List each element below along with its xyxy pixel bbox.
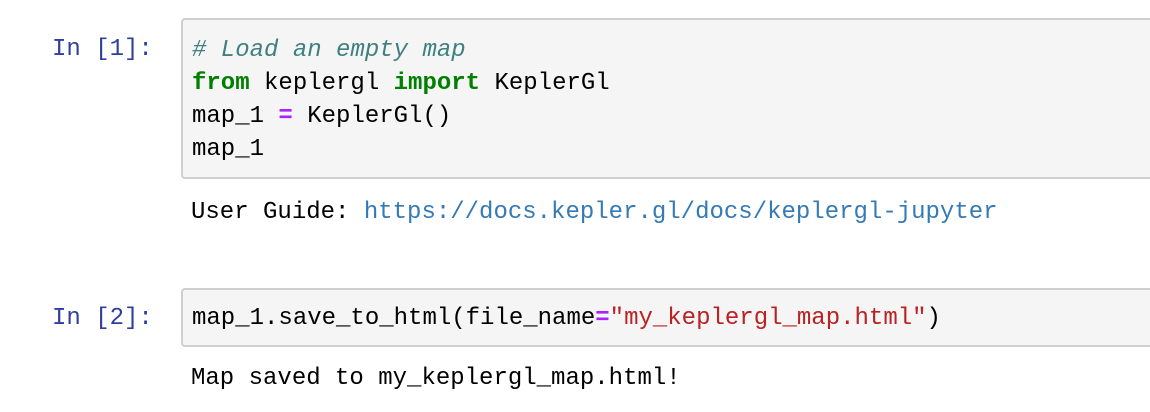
keyword-import: import xyxy=(393,70,481,97)
variable-display: map_1 xyxy=(192,136,265,163)
user-guide-link[interactable]: https://docs.kepler.gl/docs/keplergl-jup… xyxy=(363,199,998,226)
code-input-2[interactable]: map_1.save_to_html(file_name="my_keplerg… xyxy=(181,288,1150,347)
code-line-1: map_1.save_to_html(file_name="my_keplerg… xyxy=(192,302,941,335)
code-comment: # Load an empty map xyxy=(192,37,466,64)
input-prompt-2: In [2]: xyxy=(52,305,153,332)
method-call: map_1.save_to_html(file_name xyxy=(192,305,596,332)
output-label: User Guide: xyxy=(191,199,364,226)
code-line-2: from keplergl import KeplerGl xyxy=(192,67,610,100)
code-line-1: # Load an empty map xyxy=(192,34,466,67)
input-prompt-1: In [1]: xyxy=(52,36,153,63)
variable-name: map_1 xyxy=(192,103,279,130)
close-paren: ) xyxy=(926,305,941,332)
code-input-1[interactable]: # Load an empty map from keplergl import… xyxy=(181,18,1150,179)
code-line-3: map_1 = KeplerGl() xyxy=(192,100,451,133)
module-name: keplergl xyxy=(249,70,394,97)
cell-output-1: User Guide: https://docs.kepler.gl/docs/… xyxy=(191,196,998,229)
assign-operator: = xyxy=(595,305,610,332)
assign-operator: = xyxy=(278,103,293,130)
cell-output-2: Map saved to my_keplergl_map.html! xyxy=(191,365,681,392)
import-name: KeplerGl xyxy=(480,70,610,97)
keyword-from: from xyxy=(192,70,250,97)
code-line-4: map_1 xyxy=(192,133,264,166)
filename-string: "my_keplergl_map.html" xyxy=(609,305,927,332)
constructor-call: KeplerGl() xyxy=(292,103,452,130)
